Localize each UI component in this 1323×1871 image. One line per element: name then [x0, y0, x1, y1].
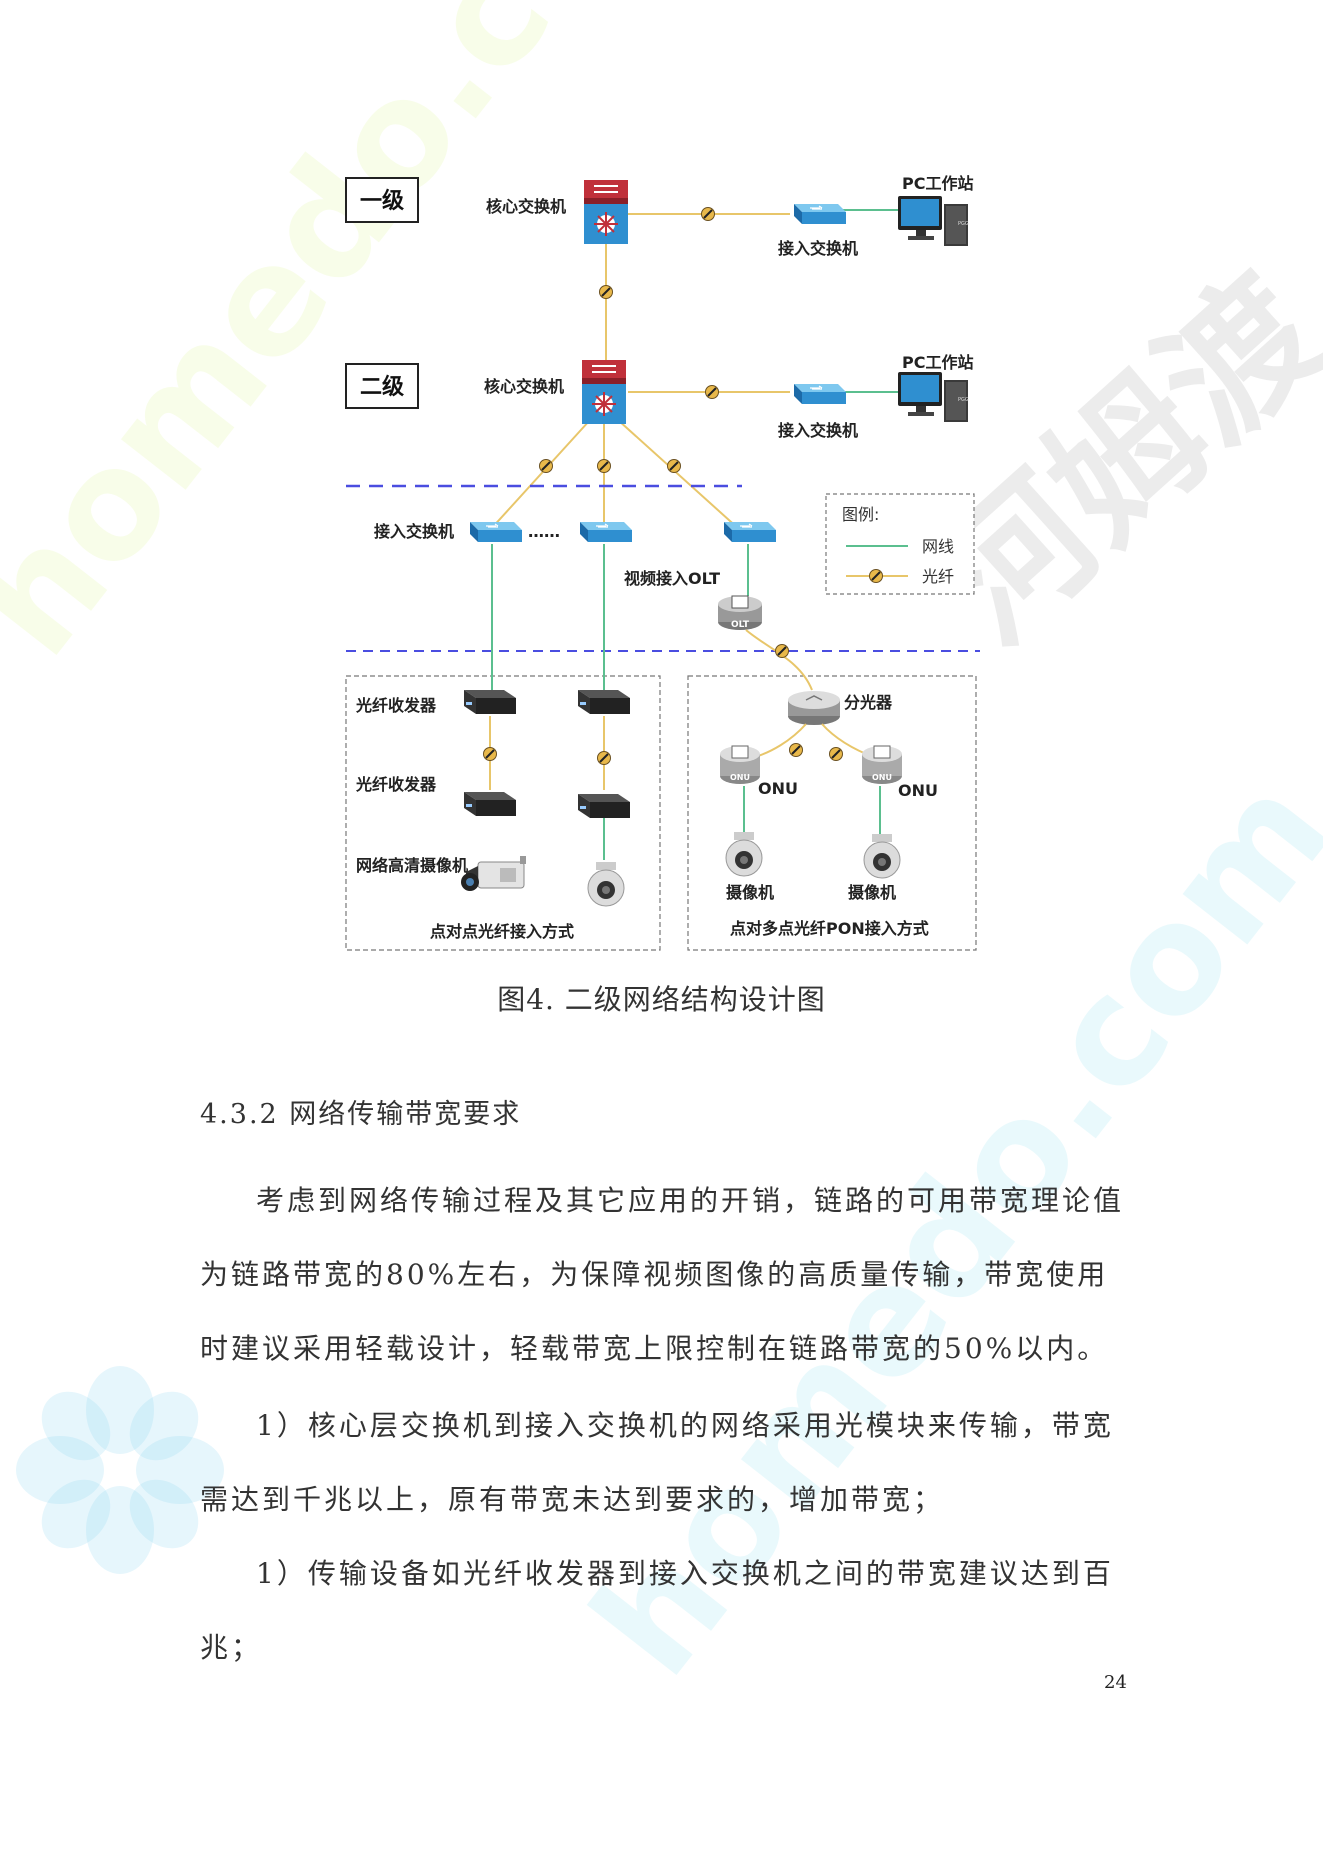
fiber-link-splitter-onu1 — [757, 723, 807, 757]
onu-1-label: ONU — [758, 779, 798, 798]
level-2-box — [345, 363, 419, 409]
fiber-transceiver-2-label: 光纤收发器 — [355, 775, 437, 794]
olt-badge: OLT — [731, 620, 750, 630]
level-1-box — [345, 177, 419, 223]
section-heading: 4.3.2 网络传输带宽要求 — [200, 1099, 522, 1130]
pc-workstation-2-label: PC工作站 — [902, 353, 973, 372]
p2p-access-box — [345, 675, 661, 951]
splitter-label: 分光器 — [844, 693, 893, 712]
legend-network-cable-label: 网线 — [922, 537, 954, 556]
page-number: 24 — [1104, 1672, 1127, 1693]
level-1-label: 一级 — [360, 188, 404, 214]
p2mp-access-box — [687, 675, 977, 951]
legend-box — [825, 493, 975, 595]
splitter-icon — [788, 691, 840, 725]
camera-2-icon — [863, 833, 901, 879]
fiber-transceiver-icon — [464, 792, 516, 816]
access-switch-3-label: 接入交换机 — [374, 522, 454, 541]
fiber-link-olt-splitter — [745, 629, 813, 691]
core-switch-1-label: 核心交换机 — [486, 197, 566, 216]
access-switch-2-icon — [793, 383, 847, 405]
camera-1-label: 摄像机 — [726, 883, 774, 902]
pc-workstation-1-label: PC工作站 — [902, 174, 973, 193]
paragraph-transceiver-to-access: 1）传输设备如光纤收发器到接入交换机之间的带宽建议达到百兆； — [200, 1557, 1114, 1664]
access-switch-5-icon — [723, 521, 777, 543]
access-switch-1-label: 接入交换机 — [778, 239, 858, 258]
hd-camera-label: 网络高清摄像机 — [356, 856, 468, 875]
core-switch-2-icon — [581, 359, 627, 425]
olt-icon — [718, 595, 762, 630]
fiber-node-icon — [868, 568, 884, 584]
access-switch-4-icon — [579, 521, 633, 543]
access-switch-3-icon — [469, 521, 523, 543]
p2mp-mode-label: 点对多点光纤PON接入方式 — [730, 919, 929, 938]
pc-brand-1: PGG — [958, 221, 969, 227]
fiber-node-icon — [596, 750, 612, 766]
legend-title: 图例: — [842, 505, 879, 524]
camera-1-icon — [725, 831, 763, 877]
camera-2-label: 摄像机 — [848, 883, 896, 902]
fiber-transceiver-icon — [578, 794, 630, 818]
core-switch-1-icon — [583, 179, 629, 245]
ellipsis-label: …… — [528, 522, 560, 541]
bullet-camera-icon — [461, 856, 526, 891]
fiber-transceiver-1-label: 光纤收发器 — [355, 696, 437, 715]
onu-2-label: ONU — [898, 781, 938, 800]
network-structure-diagram: 一级 二级 核心交换机 接入交换机 PC工作站 PGG 核心交换机 接入交换机 … — [345, 174, 980, 951]
fiber-node-icon — [538, 458, 554, 474]
dome-camera-icon — [587, 861, 625, 907]
fiber-node-icon — [700, 206, 716, 222]
video-olt-label: 视频接入OLT — [624, 569, 720, 588]
paragraph-core-to-access: 1）核心层交换机到接入交换机的网络采用光模块来传输，带宽需达到千兆以上，原有带宽… — [200, 1409, 1114, 1516]
access-switch-1-icon — [793, 203, 847, 225]
fiber-transceiver-icon — [578, 690, 630, 714]
watermark-flower-icon — [10, 1360, 230, 1580]
paragraph-bandwidth-overview: 考虑到网络传输过程及其它应用的开销，链路的可用带宽理论值为链路带宽的80%左右，… — [200, 1184, 1125, 1365]
legend-fiber-label: 光纤 — [922, 567, 954, 586]
onu-2-badge: ONU — [872, 773, 892, 782]
fiber-node-icon — [596, 458, 612, 474]
fiber-node-icon — [828, 746, 844, 762]
figure-caption: 图4. 二级网络结构设计图 — [497, 983, 826, 1016]
fiber-node-icon — [788, 742, 804, 758]
p2p-mode-label: 点对点光纤接入方式 — [430, 922, 574, 941]
onu-1-badge: ONU — [730, 773, 750, 782]
level-2-label: 二级 — [360, 374, 404, 400]
fiber-node-icon — [666, 458, 682, 474]
fiber-transceiver-icon — [464, 690, 516, 714]
fiber-node-icon — [774, 643, 790, 659]
fiber-link-core2-access3 — [489, 419, 591, 531]
fiber-node-icon — [598, 284, 614, 300]
access-switch-2-label: 接入交换机 — [778, 421, 858, 440]
fiber-node-icon — [704, 384, 720, 400]
pc-brand-2: PGG — [958, 397, 969, 403]
fiber-link-core2-access5 — [617, 419, 741, 531]
core-switch-2-label: 核心交换机 — [484, 377, 564, 396]
fiber-node-icon — [482, 746, 498, 762]
